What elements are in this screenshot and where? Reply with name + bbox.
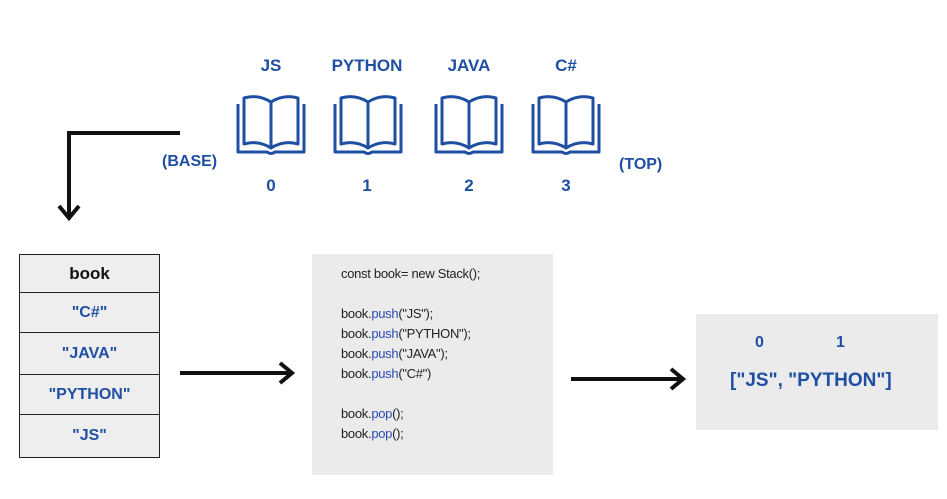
book-index-2: 2 bbox=[464, 176, 474, 195]
code-line-push: book.push("JS"); bbox=[341, 306, 433, 321]
code-line-push: book.push("JAVA"); bbox=[341, 346, 448, 361]
code-line-push: book.push("PYTHON"); bbox=[341, 326, 471, 341]
code-line-pop: book.pop(); bbox=[341, 406, 404, 421]
result-index-0: 0 bbox=[755, 334, 764, 351]
book-index-3: 3 bbox=[561, 176, 571, 195]
right-arrow bbox=[571, 367, 687, 391]
book-index-1: 1 bbox=[362, 176, 372, 195]
right-arrow bbox=[180, 361, 296, 385]
book-label-java: JAVA bbox=[447, 56, 491, 75]
open-book-icon bbox=[531, 95, 601, 155]
stack-item: "JAVA" bbox=[20, 333, 159, 375]
result-panel: 0 1 ["JS", "PYTHON"] bbox=[696, 314, 938, 430]
result-index-1: 1 bbox=[836, 334, 845, 351]
code-line-push: book.push("C#") bbox=[341, 366, 432, 381]
stack-header: book bbox=[20, 255, 159, 293]
code-line-pop: book.pop(); bbox=[341, 426, 404, 441]
book-label-python: PYTHON bbox=[331, 56, 403, 75]
stack-item: "C#" bbox=[20, 293, 159, 333]
stack-item: "JS" bbox=[20, 415, 159, 457]
result-array: ["JS", "PYTHON"] bbox=[730, 370, 892, 391]
elbow-arrow bbox=[57, 131, 180, 222]
stack-item: "PYTHON" bbox=[20, 375, 159, 415]
code-line-declaration: const book= new Stack(); bbox=[341, 266, 481, 281]
book-label-csharp: C# bbox=[555, 56, 577, 75]
book-index-0: 0 bbox=[266, 176, 276, 195]
open-book-icon bbox=[434, 95, 504, 155]
base-label: (BASE) bbox=[162, 153, 218, 170]
code-panel: const book= new Stack(); book.push("JS")… bbox=[312, 254, 553, 475]
book-label-js: JS bbox=[260, 56, 282, 75]
open-book-icon bbox=[236, 95, 306, 155]
stack-table: book "C#" "JAVA" "PYTHON" "JS" bbox=[19, 254, 160, 458]
open-book-icon bbox=[333, 95, 403, 155]
top-label: (TOP) bbox=[619, 156, 663, 173]
